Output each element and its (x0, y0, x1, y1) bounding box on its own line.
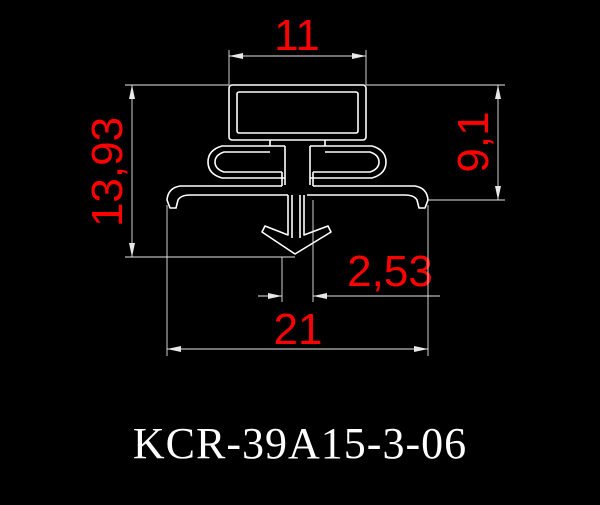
dimension-top-width-label: 11 (274, 11, 320, 60)
magnet-chamber-inner (236, 91, 359, 134)
chamber-neck (269, 140, 326, 146)
dimension-bottom-width: 21 (166, 205, 429, 356)
dimension-offset: 2,53 (258, 200, 440, 302)
anchor-dart (261, 195, 332, 255)
dimension-bottom-width-label: 21 (274, 305, 323, 354)
dimension-overall-height: 13,93 (83, 84, 295, 258)
dimension-top-width: 11 (228, 11, 367, 85)
gasket-profile (166, 84, 429, 255)
center-web (281, 146, 314, 186)
bellows-upper (207, 145, 387, 179)
dimension-right-height: 9,1 (366, 84, 505, 201)
dimension-right-height-label: 9,1 (449, 111, 498, 172)
base-flange (166, 185, 429, 209)
bellows-upper-inner (214, 151, 380, 173)
dimension-overall-height-label: 13,93 (83, 117, 132, 227)
magnet-chamber (228, 84, 367, 141)
dimension-offset-label: 2,53 (347, 247, 433, 296)
part-code-label: KCR-39A15-3-06 (132, 419, 468, 468)
